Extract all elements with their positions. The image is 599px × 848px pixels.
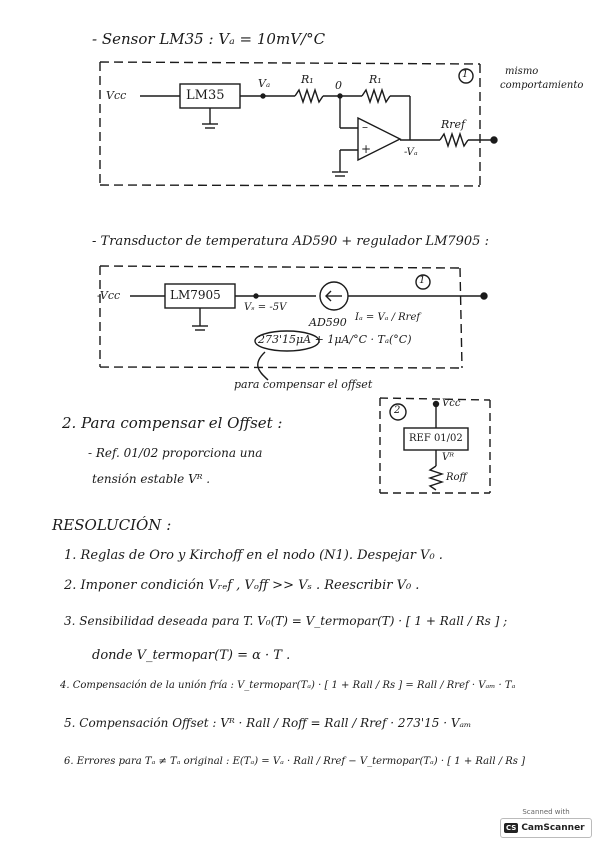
item2-line2: tensión estable Vᴿ . <box>92 472 211 486</box>
va-label: Vₐ <box>258 77 271 90</box>
r1-label-b: R₁ <box>369 73 382 86</box>
circuit-ref <box>379 397 491 494</box>
camscanner-name: CamScanner <box>521 823 585 833</box>
note-mismo: mismo <box>505 66 539 77</box>
offset-note: para compensar el offset <box>234 378 373 391</box>
current-formula: 273'15μA + 1μA/°C · Tₐ(°C) <box>258 333 412 346</box>
circuit-lm35 <box>99 61 498 187</box>
circle-number-1b: 1 <box>419 275 426 286</box>
vs-label: Vₛ = -5V <box>244 302 287 313</box>
item2-title: 2. Para compensar el Offset : <box>62 414 283 432</box>
resolucion-item-3-donde: donde V_termopar(T) = α · T . <box>92 648 291 663</box>
resolucion-item-1: 1. Reglas de Oro y Kirchoff en el nodo (… <box>64 548 443 563</box>
roff-label: Roff <box>446 472 467 483</box>
ia-formula: Iₐ = Vₐ / Rref <box>355 312 421 323</box>
circle-number-2: 2 <box>394 405 401 416</box>
section1-title: - Sensor LM35 : Vₐ = 10mV/°C <box>92 30 326 48</box>
item2-line1: - Ref. 01/02 proporciona una <box>88 446 263 460</box>
resolucion-item-3: 3. Sensibilidad deseada para T. V₀(T) = … <box>64 614 508 628</box>
opamp-plus-sign: + <box>361 142 372 156</box>
node-0-label: 0 <box>335 79 342 92</box>
lm7905-ic-label: LM7905 <box>170 288 221 302</box>
lm35-ic-label: LM35 <box>186 88 225 103</box>
section2-title: - Transductor de temperatura AD590 + reg… <box>92 234 489 249</box>
resolucion-title: RESOLUCIÓN : <box>52 516 172 534</box>
ref-vcc-label: Vcc <box>442 398 461 409</box>
note-comportamiento: comportamiento <box>500 80 584 91</box>
scanned-with-text: Scanned with <box>522 808 570 816</box>
r1-label-a: R₁ <box>301 73 314 86</box>
vcc-label-2: -Vcc <box>97 289 121 302</box>
circle-number-1a: 1 <box>462 69 469 80</box>
resolucion-item-6: 6. Errores para Tₐ ≠ Tₐ original : E(Tₐ)… <box>64 756 525 767</box>
resolucion-item-5: 5. Compensación Offset : Vᴿ · Rall / Rof… <box>64 716 472 730</box>
camscanner-stamp: Scanned with CS CamScanner <box>500 808 592 842</box>
vr-label: Vᴿ <box>442 452 454 463</box>
ad590-label: AD590 <box>309 316 347 329</box>
circuit-ad590 <box>99 265 488 381</box>
opamp-minus-sign: – <box>362 120 368 134</box>
resolucion-item-4: 4. Compensación de la unión fría : V_ter… <box>60 680 516 691</box>
rref-label-1: Rref <box>441 118 466 131</box>
neg-va-label: -Vₐ <box>404 147 418 158</box>
ref-ic-label: REF 01/02 <box>409 433 463 444</box>
resolucion-item-2: 2. Imponer condición Vᵣₑf , Vₒff >> Vₛ .… <box>64 578 420 593</box>
camscanner-badge: CS CamScanner <box>500 818 592 838</box>
vcc-label-1: Vcc <box>106 89 127 102</box>
camscanner-logo-icon: CS <box>504 823 519 833</box>
